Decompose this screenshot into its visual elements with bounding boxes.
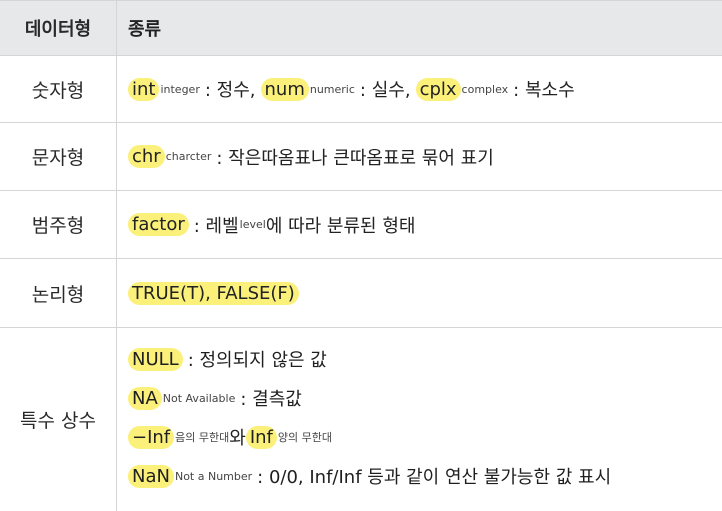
column-divider (116, 1, 117, 55)
kind-cell-character: chr charcter : 작은따옴표나 큰따옴표로 묶어 표기 (128, 123, 722, 190)
desc-nan: : 0/0, Inf/Inf 등과 같이 연산 불가능한 값 표시 (257, 467, 612, 488)
type-label-factor: 범주형 (31, 215, 85, 237)
keyword-na: NA (128, 386, 162, 410)
column-divider (116, 56, 117, 122)
special-line-nan: NaN Not a Number : 0/0, Inf/Inf 등과 같이 연산… (128, 461, 616, 491)
desc-factor-2: 에 따라 분류된 형태 (265, 215, 416, 237)
keyword-cplx: cplx (415, 77, 461, 101)
header-kind: 종류 (128, 19, 162, 40)
type-label-character: 문자형 (31, 147, 85, 169)
keyword-nan: NaN (128, 464, 174, 488)
subscript-level: level (239, 218, 266, 231)
keyword-inf: Inf (245, 425, 277, 449)
keyword-true-false: TRUE(T), FALSE(F) (128, 281, 299, 305)
kind-cell-numeric: int integer : 정수, num numeric : 실수, cplx… (128, 56, 722, 122)
header-data-type: 데이터형 (24, 19, 92, 40)
kind-cell-special: NULL : 정의되지 않은 값 NA Not Available : 결측값 … (128, 344, 616, 491)
special-line-null: NULL : 정의되지 않은 값 (128, 344, 616, 374)
desc-chr: : 작은따옴표나 큰따옴표로 묶어 표기 (216, 147, 494, 169)
desc-num: : 실수, (359, 80, 411, 101)
column-divider (116, 328, 117, 511)
table-row-factor: 범주형 factor : 레벨 level 에 따라 분류된 형태 (0, 191, 722, 259)
subscript-not-available: Not Available (162, 391, 236, 405)
desc-na: : 결측값 (240, 389, 302, 410)
type-label-special: 특수 상수 (20, 410, 96, 432)
keyword-neg-inf: −Inf (128, 425, 175, 449)
type-label-logical: 논리형 (31, 283, 85, 306)
keyword-factor: factor (128, 213, 189, 236)
table-row-special: 특수 상수 NULL : 정의되지 않은 값 NA Not Available … (0, 328, 722, 511)
kind-cell-factor: factor : 레벨 level 에 따라 분류된 형태 (128, 191, 722, 258)
subscript-neg-infinity: 음의 무한대 (175, 431, 230, 444)
keyword-null: NULL (128, 347, 183, 371)
desc-int: : 정수, (204, 80, 256, 101)
conjunction-and: 와 (229, 428, 246, 449)
subscript-complex: complex (461, 82, 509, 96)
column-divider (116, 259, 117, 327)
desc-cplx: : 복소수 (513, 80, 575, 101)
desc-factor-1: : 레벨 (193, 215, 239, 237)
table-row-logical: 논리형 TRUE(T), FALSE(F) (0, 259, 722, 328)
kind-cell-logical: TRUE(T), FALSE(F) (128, 259, 722, 327)
keyword-chr: chr (128, 145, 165, 168)
subscript-not-a-number: Not a Number (174, 469, 253, 483)
special-line-na: NA Not Available : 결측값 (128, 383, 616, 413)
subscript-charcter: charcter (165, 150, 212, 163)
subscript-pos-infinity: 양의 무한대 (277, 431, 332, 444)
column-divider (116, 123, 117, 190)
keyword-int: int (128, 77, 160, 101)
table-row-numeric: 숫자형 int integer : 정수, num numeric : 실수, … (0, 56, 722, 123)
column-divider (116, 191, 117, 258)
table-header-row: 데이터형 종류 (0, 1, 722, 56)
special-line-inf: −Inf 음의 무한대 와 Inf 양의 무한대 (128, 422, 616, 452)
desc-null: : 정의되지 않은 값 (187, 350, 327, 371)
keyword-num: num (260, 77, 309, 101)
type-label-numeric: 숫자형 (31, 79, 85, 102)
table-row-character: 문자형 chr charcter : 작은따옴표나 큰따옴표로 묶어 표기 (0, 123, 722, 191)
subscript-numeric: numeric (309, 82, 355, 96)
subscript-integer: integer (160, 82, 200, 96)
